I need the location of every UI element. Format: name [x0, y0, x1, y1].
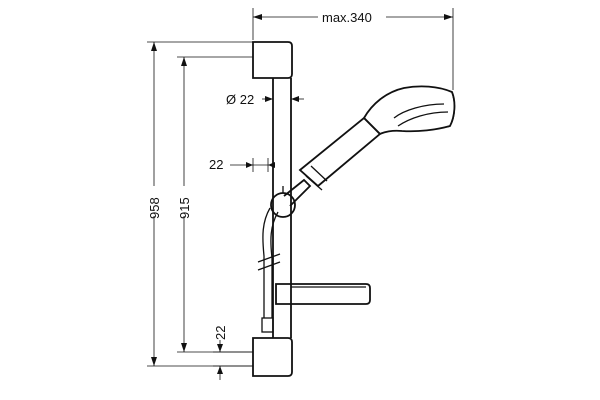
dim-bar-offset-label: 22 [209, 157, 223, 172]
hand-shower [298, 85, 456, 191]
arrow-left-icon [268, 162, 275, 168]
arrow-up-icon [181, 57, 187, 66]
dim-bar-diameter-label: Ø 22 [226, 92, 254, 107]
slide-bar [272, 78, 292, 338]
shower-rail-assembly [252, 41, 456, 377]
handshower-holder [270, 178, 312, 218]
shower-hose [257, 207, 281, 333]
arrow-right-icon [246, 162, 253, 168]
dim-rail-height-label: 915 [177, 197, 192, 219]
dim-total-height: 958 [146, 41, 253, 367]
bottom-wall-bracket [252, 337, 293, 377]
dim-bracket-height: 22 [213, 326, 253, 380]
arrow-left-icon [253, 14, 262, 20]
dimension-lines: max.340 Ø 22 22 958 [146, 8, 454, 380]
arrow-up-icon [217, 366, 223, 374]
dim-max-reach-label: max.340 [322, 10, 372, 25]
dim-bracket-height-label: 22 [213, 326, 228, 340]
dim-total-height-label: 958 [147, 197, 162, 219]
arrow-down-icon [151, 357, 157, 366]
arrow-down-icon [217, 344, 223, 352]
soap-shelf [275, 283, 371, 305]
dim-max-reach: max.340 [252, 8, 454, 90]
arrow-up-icon [151, 42, 157, 51]
arrow-left-icon [291, 96, 299, 102]
arrow-right-icon [444, 14, 453, 20]
dim-bar-offset: 22 [209, 157, 275, 172]
arrow-right-icon [265, 96, 273, 102]
top-wall-bracket [252, 41, 293, 79]
dim-bar-diameter: Ø 22 [226, 92, 304, 107]
arrow-down-icon [181, 343, 187, 352]
